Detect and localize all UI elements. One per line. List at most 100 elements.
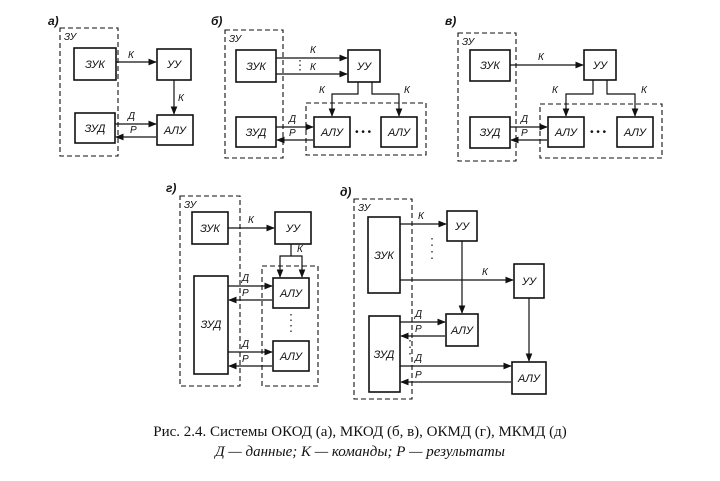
result-label-g2: Р <box>242 354 249 365</box>
control-unit-b <box>347 49 381 83</box>
command-arrow-v3 <box>606 80 639 117</box>
alu-v2-label: АЛУ <box>623 127 647 139</box>
command-label-v2: К <box>552 85 559 96</box>
alu-g1 <box>272 277 310 309</box>
data-memory-v-label: ЗУД <box>480 127 501 139</box>
result-label-g1: Р <box>242 288 249 299</box>
alu-ellipsis-b: • • • <box>355 127 372 138</box>
panel-v-mkod: в) ЗУ ЗУК ЗУД УУ АЛУ • • • АЛУ К К К Д Р <box>445 14 663 162</box>
alu-b2-label: АЛУ <box>387 127 411 139</box>
control-unit-d1-label: УУ <box>454 221 470 233</box>
panel-g-okmd: г) ЗУ ЗУК ЗУД УУ АЛУ АЛУ К К Д Р Д Р <box>166 181 319 387</box>
alu-d1 <box>445 313 479 347</box>
data-memory-g-label: ЗУД <box>201 319 222 331</box>
command-memory-g <box>191 211 229 245</box>
memory-label-g: ЗУ <box>184 200 198 211</box>
memory-label-v: ЗУ <box>462 37 476 48</box>
memory-region-b <box>224 29 284 159</box>
control-unit-v-label: УУ <box>592 60 608 72</box>
panel-v-label: в) <box>445 14 456 28</box>
control-unit-a-label: УУ <box>166 59 182 71</box>
memory-label-a: ЗУ <box>64 32 78 43</box>
result-label-b: Р <box>289 128 296 139</box>
command-memory-d-label: ЗУК <box>374 250 394 262</box>
command-memory-v-label: ЗУК <box>480 60 500 72</box>
data-memory-g <box>193 275 229 375</box>
alu-d2-label: АЛУ <box>517 373 541 385</box>
data-memory-b-label: ЗУД <box>246 127 267 139</box>
control-unit-v <box>583 49 617 81</box>
command-memory-v <box>469 49 511 82</box>
data-label-g1: Д <box>241 273 249 284</box>
command-label-b4: К <box>404 85 411 96</box>
panel-a-okod: а) ЗУ ЗУК ЗУД УУ АЛУ К К Д Р <box>48 14 194 157</box>
alu-region-b <box>305 102 427 156</box>
command-label-g2: К <box>297 244 304 255</box>
command-label-b1: К <box>310 45 317 56</box>
memory-label-d: ЗУ <box>358 203 372 214</box>
data-label-a: Д <box>127 111 135 122</box>
command-label-b3: К <box>319 85 326 96</box>
memory-region-g <box>179 195 241 387</box>
command-arrow-g2 <box>276 244 292 278</box>
command-memory-g-label: ЗУК <box>200 223 220 235</box>
command-label-d1: К <box>418 211 425 222</box>
command-arrow-b3 <box>328 82 359 117</box>
control-unit-g-label: УУ <box>285 223 301 235</box>
command-label-v: К <box>538 52 545 63</box>
data-label-g2: Д <box>241 339 249 350</box>
memory-region-d <box>353 198 413 400</box>
alu-g2-label: АЛУ <box>279 351 303 363</box>
alu-b1 <box>313 116 351 148</box>
command-memory-d <box>367 216 401 294</box>
command-memory-a-label: ЗУК <box>85 59 105 71</box>
alu-region-v <box>539 103 663 159</box>
data-memory-v <box>469 116 511 149</box>
memory-label-b: ЗУ <box>229 34 243 45</box>
figure-legend: Д — данные; К — команды; Р — результаты <box>215 444 505 460</box>
result-label-d1: Р <box>415 324 422 335</box>
alu-region-g <box>261 265 319 387</box>
result-label-d2: Р <box>415 370 422 381</box>
command-arrow-v2 <box>562 80 594 117</box>
figure-caption: Рис. 2.4. Системы ОКОД (а), МКОД (б, в),… <box>153 424 567 440</box>
command-label-b2: К <box>310 62 317 73</box>
command-memory-b-label: ЗУК <box>246 61 266 73</box>
memory-region-a <box>59 27 119 157</box>
result-label-v: Р <box>521 128 528 139</box>
result-label-a: Р <box>130 125 137 136</box>
alu-v1-label: АЛУ <box>554 127 578 139</box>
data-memory-a <box>74 112 116 144</box>
panel-b-label: б) <box>211 14 222 28</box>
alu-g2 <box>272 340 310 372</box>
alu-a-label: АЛУ <box>163 125 187 137</box>
data-memory-b <box>235 116 277 148</box>
command-arrow-g3 <box>291 255 306 278</box>
command-label-g: К <box>248 215 255 226</box>
control-unit-d2-label: УУ <box>521 276 537 288</box>
alu-d2 <box>511 361 547 395</box>
data-label-d1: Д <box>414 309 422 320</box>
command-label-a2: К <box>178 93 185 104</box>
data-label-b: Д <box>288 114 296 125</box>
alu-g1-label: АЛУ <box>279 288 303 300</box>
panel-a-label: а) <box>48 14 59 28</box>
alu-d1-label: АЛУ <box>450 325 474 337</box>
memory-region-v <box>457 32 517 162</box>
panel-g-label: г) <box>166 181 176 195</box>
alu-ellipsis-v: • • • <box>590 127 607 138</box>
data-label-d2: Д <box>414 353 422 364</box>
control-unit-b-label: УУ <box>356 61 372 73</box>
control-unit-d1 <box>446 210 478 242</box>
panel-d-label: д) <box>340 185 351 199</box>
control-unit-g <box>274 211 312 245</box>
alu-v2 <box>616 116 654 148</box>
alu-b1-label: АЛУ <box>320 127 344 139</box>
data-memory-a-label: ЗУД <box>85 123 106 135</box>
panel-b-mkod: б) ЗУ ЗУК ЗУД УУ АЛУ • • • АЛУ К К К К Д… <box>211 14 427 159</box>
data-label-v: Д <box>520 114 528 125</box>
command-label-d2: К <box>482 267 489 278</box>
panel-d-mkmd: д) ЗУ ЗУК ЗУД УУ УУ АЛУ АЛУ К К Д Р Д Р <box>340 185 547 400</box>
alu-v1 <box>547 116 585 148</box>
